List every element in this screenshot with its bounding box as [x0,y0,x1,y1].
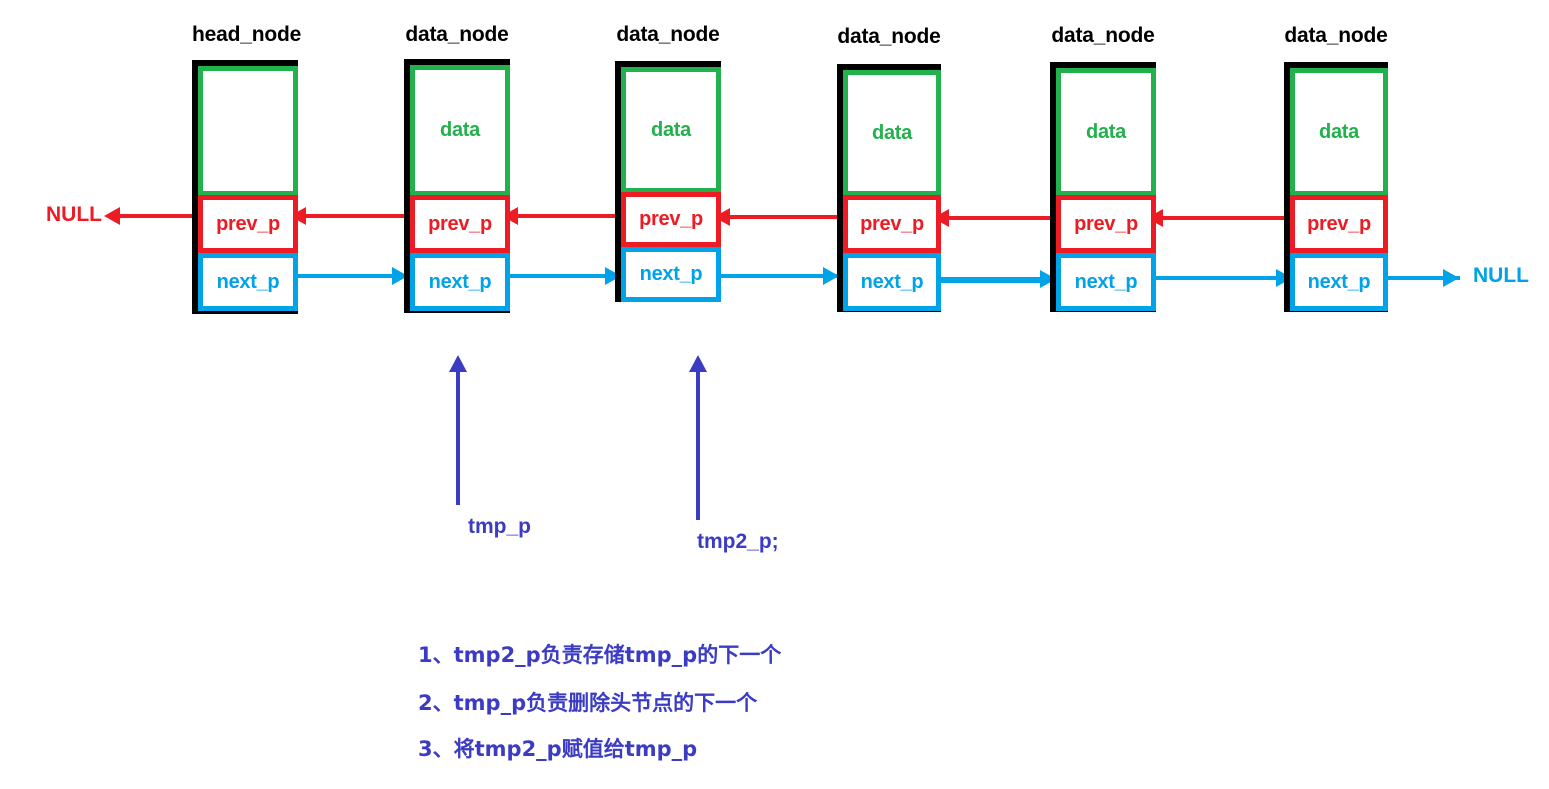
node-title-data-node-1: data_node [405,23,509,46]
prev-link-3-to-2 [724,215,894,219]
cell-next-0: next_p [198,253,298,311]
next-link-3-to-4 [905,277,1060,283]
cell-next-1: next_p [410,253,510,311]
cell-data-4: data [1056,68,1156,196]
node-data-node-5[interactable]: data prev_p next_p [1284,62,1388,312]
next-link-2-to-3 [686,274,841,278]
next-link-null [1355,276,1460,280]
cell-next-5: next_p [1290,253,1388,311]
cell-prev-3: prev_p [843,195,941,253]
cell-prev-2: prev_p [621,192,721,247]
next-arrowhead-2-to-3 [823,267,839,285]
tmp-p-arrowhead [449,355,467,372]
note-line-2: 2、tmp_p负责删除头节点的下一个 [418,691,758,715]
prev-link-null [110,214,200,218]
cell-data-5: data [1290,68,1388,196]
next-link-1-to-2 [474,274,622,278]
node-head-node[interactable]: prev_p next_p [192,60,298,314]
prev-link-4-to-3 [943,216,1107,220]
cell-data-0 [198,66,298,196]
cell-prev-0: prev_p [198,195,298,253]
note-line-3: 3、将tmp2_p赋值给tmp_p [418,737,698,761]
null-label-right: NULL [1473,264,1529,287]
node-title-data-node-4: data_node [1051,24,1155,47]
cell-prev-1: prev_p [410,195,510,253]
next-link-4-to-5 [1120,276,1295,280]
prev-link-5-to-4 [1157,216,1347,220]
node-data-node-4[interactable]: data prev_p next_p [1050,62,1156,312]
cell-next-3: next_p [843,253,941,311]
cell-data-3: data [843,70,941,196]
node-data-node-1[interactable]: data prev_p next_p [404,59,510,313]
prev-arrowhead-null [104,207,120,225]
node-title-data-node-3: data_node [837,25,941,48]
prev-link-1-to-0 [300,214,460,218]
node-title-data-node-5: data_node [1284,24,1388,47]
prev-link-2-to-1 [512,214,672,218]
next-arrowhead-null [1443,269,1459,287]
tmp-p-shaft [456,370,460,505]
node-title-data-node-2: data_node [616,23,720,46]
tmp-p-label: tmp_p [468,515,531,538]
node-title-head-node: head_node [192,23,302,46]
tmp2-p-label: tmp2_p; [697,530,779,553]
next-link-0-to-1 [262,274,407,278]
cell-prev-5: prev_p [1290,195,1388,253]
tmp2-p-shaft [696,370,700,520]
node-data-node-2[interactable]: data prev_p next_p [615,61,721,302]
cell-data-2: data [621,67,721,193]
tmp2-p-arrowhead [689,355,707,372]
note-line-1: 1、tmp2_p负责存储tmp_p的下一个 [418,643,782,667]
cell-data-1: data [410,65,510,196]
cell-next-2: next_p [621,247,721,302]
node-data-node-3[interactable]: data prev_p next_p [837,64,941,312]
cell-prev-4: prev_p [1056,195,1156,253]
cell-next-4: next_p [1056,253,1156,311]
null-label-left: NULL [46,203,102,226]
